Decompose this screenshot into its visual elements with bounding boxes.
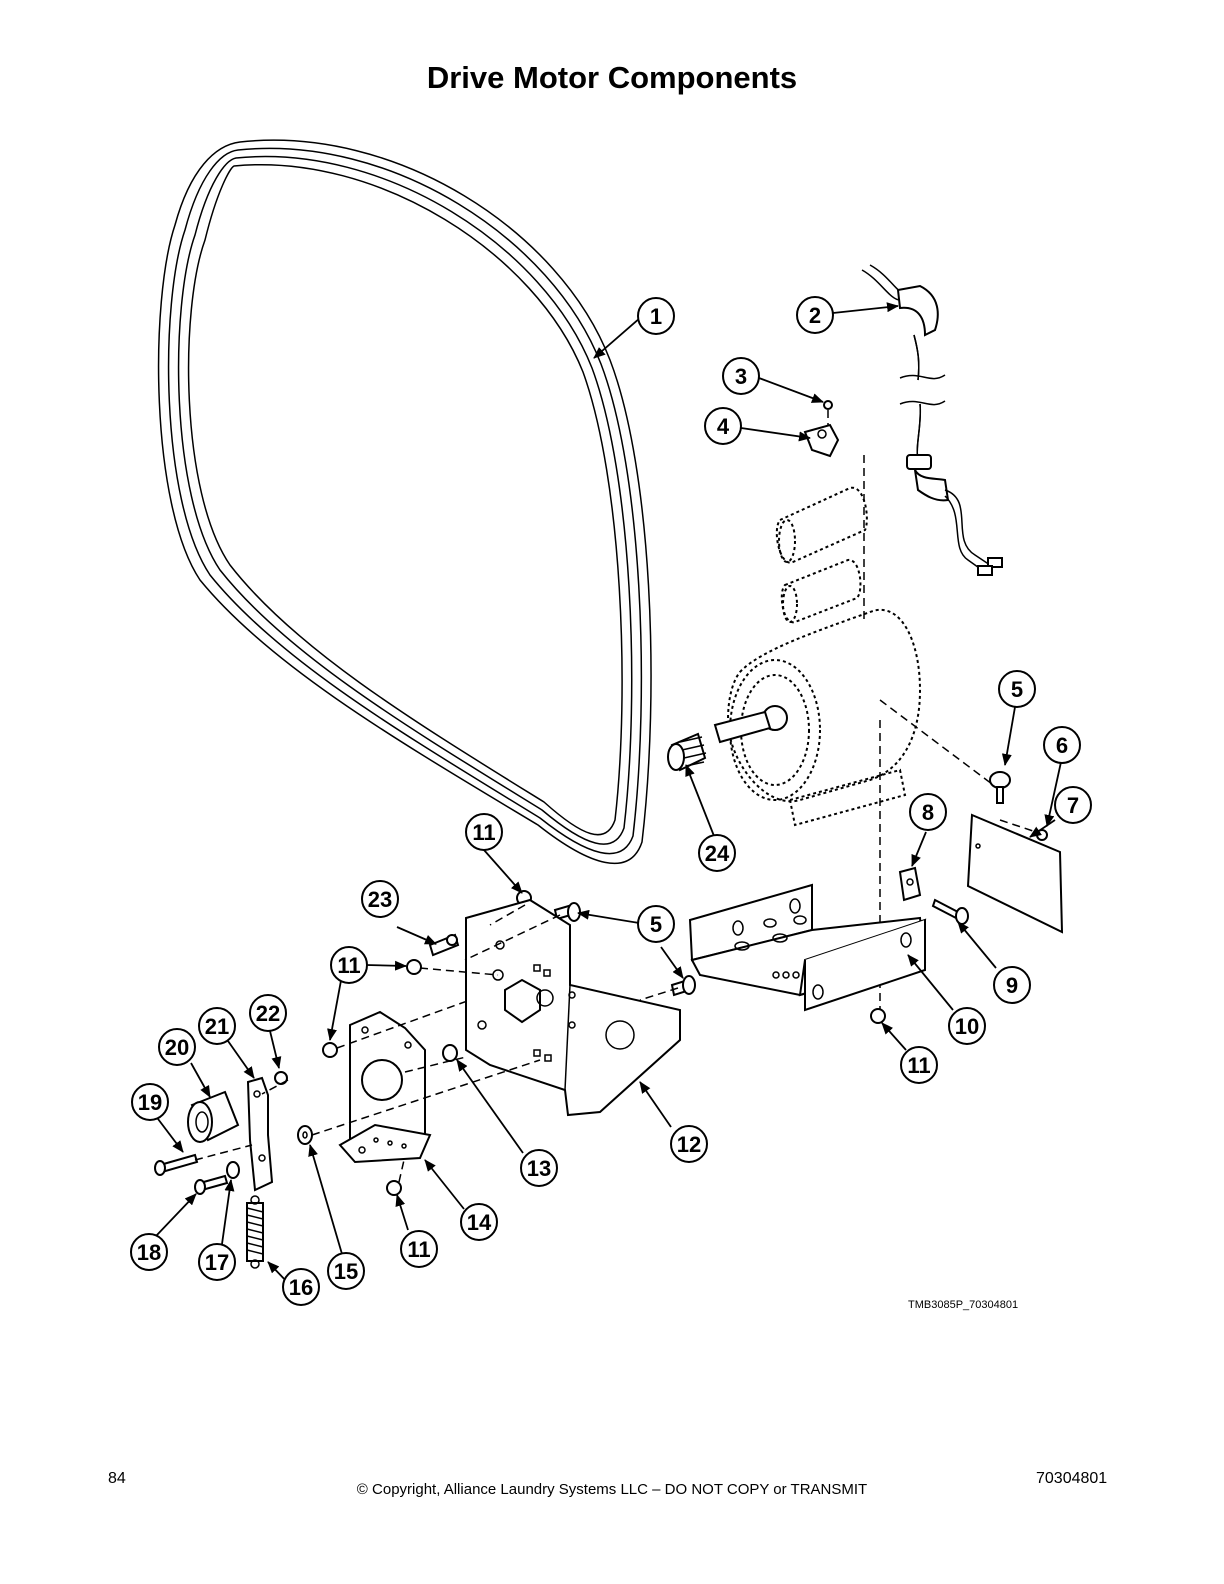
cover-plate xyxy=(966,813,1064,934)
svg-text:9: 9 xyxy=(1006,973,1018,998)
figure-id: TMB3085P_70304801 xyxy=(908,1299,1019,1311)
svg-text:7: 7 xyxy=(1067,793,1079,818)
callout-5-lower: 5 xyxy=(637,905,675,943)
callout-17: 17 xyxy=(198,1243,236,1281)
svg-text:21: 21 xyxy=(205,1014,229,1039)
svg-text:11: 11 xyxy=(407,1237,430,1262)
callout-24: 24 xyxy=(698,834,736,872)
svg-text:4: 4 xyxy=(717,414,730,439)
svg-text:11: 11 xyxy=(337,953,360,978)
motor-base xyxy=(688,883,927,1012)
callout-3: 3 xyxy=(722,357,760,395)
callout-7: 7 xyxy=(1054,786,1092,824)
callout-10: 10 xyxy=(948,1007,986,1045)
washer-17 xyxy=(226,1161,240,1179)
svg-text:13: 13 xyxy=(527,1156,551,1181)
explode-lines xyxy=(194,904,679,1183)
bolts-18-19 xyxy=(154,1153,229,1195)
svg-text:14: 14 xyxy=(467,1210,492,1235)
tension-spring xyxy=(246,1195,264,1269)
svg-text:20: 20 xyxy=(165,1035,189,1060)
copyright-notice: © Copyright, Alliance Laundry Systems LL… xyxy=(356,1481,868,1498)
callout-11: 11 xyxy=(465,813,503,851)
svg-text:23: 23 xyxy=(368,887,392,912)
svg-text:8: 8 xyxy=(922,800,934,825)
callout-8: 8 xyxy=(909,793,947,831)
svg-text:6: 6 xyxy=(1056,733,1068,758)
document-number: 70304801 xyxy=(1036,1470,1108,1487)
callout-13: 13 xyxy=(520,1149,558,1187)
svg-text:5: 5 xyxy=(1011,677,1023,702)
capacitors-phantom xyxy=(775,455,868,624)
svg-text:10: 10 xyxy=(955,1014,979,1039)
callout-18: 18 xyxy=(130,1233,168,1271)
callout-20: 20 xyxy=(158,1028,196,1066)
svg-text:18: 18 xyxy=(137,1240,161,1265)
svg-text:5: 5 xyxy=(650,912,662,937)
speed-nut xyxy=(898,866,922,902)
svg-text:17: 17 xyxy=(205,1250,229,1275)
svg-text:11: 11 xyxy=(907,1053,930,1078)
page-title: Drive Motor Components xyxy=(426,60,798,95)
stud-23 xyxy=(428,933,460,957)
callout-11-right: 11 xyxy=(900,1046,938,1084)
wire-harness xyxy=(861,264,1003,576)
svg-text:12: 12 xyxy=(677,1132,701,1157)
callout-4: 4 xyxy=(704,407,742,445)
callout-19: 19 xyxy=(131,1083,169,1121)
motor-pulley xyxy=(667,732,707,772)
callout-12: 12 xyxy=(670,1125,708,1163)
callout-5: 5 xyxy=(998,670,1036,708)
svg-text:16: 16 xyxy=(289,1275,313,1300)
drive-motor-phantom xyxy=(713,609,1001,1010)
callout-15: 15 xyxy=(327,1252,365,1290)
callout-23: 23 xyxy=(361,880,399,918)
callout-22: 22 xyxy=(249,994,287,1032)
carriage-bolt-upper xyxy=(989,771,1011,804)
carriage-bolts-lower xyxy=(553,902,696,997)
callout-6: 6 xyxy=(1043,726,1081,764)
hex-nuts xyxy=(322,890,886,1196)
callout-11-left: 11 xyxy=(330,946,368,984)
callout-11-bottom: 11 xyxy=(400,1230,438,1268)
screw-9 xyxy=(931,898,969,925)
capacitor-clip xyxy=(803,400,840,458)
svg-text:1: 1 xyxy=(650,304,662,329)
callout-1: 1 xyxy=(637,297,675,335)
svg-text:24: 24 xyxy=(705,841,730,866)
svg-text:2: 2 xyxy=(809,303,821,328)
callout-21: 21 xyxy=(198,1007,236,1045)
svg-text:22: 22 xyxy=(256,1001,280,1026)
svg-text:11: 11 xyxy=(472,820,495,845)
svg-text:15: 15 xyxy=(334,1259,358,1284)
spacer-13 xyxy=(442,1044,458,1062)
callout-bubbles: 1 2 3 4 5 6 7 8 9 10 11 12 13 14 15 16 1… xyxy=(130,296,1092,1306)
idler-pulley-assembly xyxy=(187,1071,288,1192)
washer-15 xyxy=(297,1125,313,1145)
svg-text:19: 19 xyxy=(138,1090,162,1115)
idler-bracket xyxy=(465,898,681,1117)
callout-2: 2 xyxy=(796,296,834,334)
callout-14: 14 xyxy=(460,1203,498,1241)
callout-16: 16 xyxy=(282,1268,320,1306)
page-number: 84 xyxy=(108,1470,126,1487)
idler-plate xyxy=(338,1010,432,1164)
callout-9: 9 xyxy=(993,966,1031,1004)
drive-belt xyxy=(157,139,652,865)
svg-text:3: 3 xyxy=(735,364,747,389)
